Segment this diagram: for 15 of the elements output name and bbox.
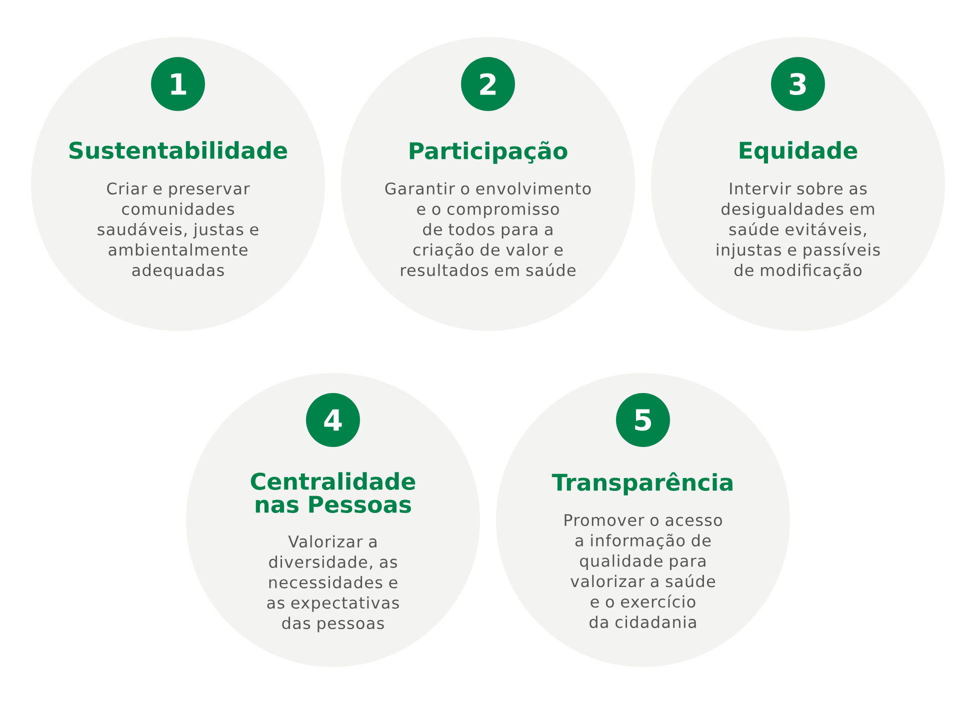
- description: Intervir sobre as desigualdades em saúde evitáveis, injustas e passíveis de modificação: [716, 182, 880, 280]
- number-badge: 2: [461, 57, 515, 111]
- number-badge: 4: [306, 393, 360, 447]
- heading: Sustentabilidade: [70, 141, 288, 159]
- number-badge: 1: [151, 57, 205, 111]
- heading: Participação: [410, 141, 568, 164]
- heading: Transparência: [552, 472, 732, 496]
- description: Promover o acesso a informação de qualidade para valorizar a saúde e o exercício da cidadania: [564, 514, 722, 628]
- description: Criar e preservar comunidades saudáveis, justas e ambientalmente adequadas: [98, 182, 258, 280]
- heading: Centralidade nas Pessoas: [250, 472, 416, 513]
- description: Valorizar a diversidade, as necessidades e as expectativas das pessoas: [267, 535, 399, 632]
- description: Garantir o envolvimento e o compromisso de todos para a criação de valor e resultados em saúde: [385, 182, 591, 276]
- number-badge: 5: [616, 393, 670, 447]
- heading: Equidade: [740, 141, 858, 164]
- number-badge: 3: [771, 57, 825, 111]
